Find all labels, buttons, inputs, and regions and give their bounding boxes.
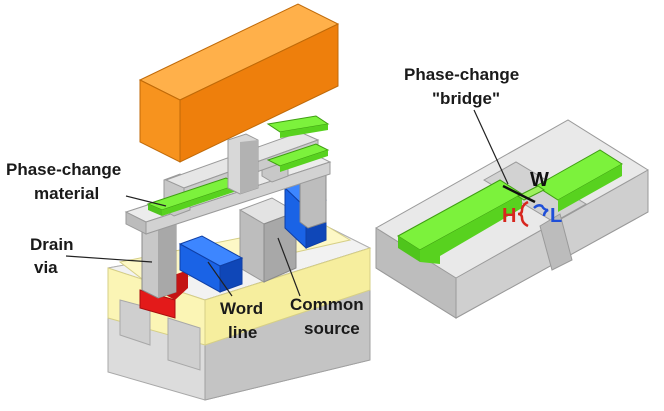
label-dimension-h: H [502, 205, 516, 227]
phase-change-strip-front [146, 177, 242, 216]
label-phase-change-bridge: Phase-change "bridge" [404, 65, 524, 108]
bridge-structure [375, 119, 649, 319]
drain-via-pillar [141, 211, 177, 299]
label-dimension-l: L [550, 205, 562, 227]
w-dimension-bracket [502, 184, 536, 204]
top-metal-block [138, 3, 340, 163]
label-phase-change-material: Phase-change material [6, 160, 126, 203]
word-line-front [178, 235, 244, 293]
bridge-green-right [535, 149, 623, 212]
label-dimension-w: W [530, 169, 549, 191]
label-common-source: Common source [290, 295, 368, 338]
top-via-column [227, 133, 259, 195]
label-word-line: Word line [220, 299, 268, 342]
leader-lines [65, 109, 509, 297]
memory-cell-structure [107, 3, 372, 401]
label-drain-via: Drain via [30, 235, 78, 277]
h-dimension-brace [517, 200, 529, 228]
phase-change-strip-back [266, 115, 330, 172]
l-dimension-brace [533, 204, 549, 217]
